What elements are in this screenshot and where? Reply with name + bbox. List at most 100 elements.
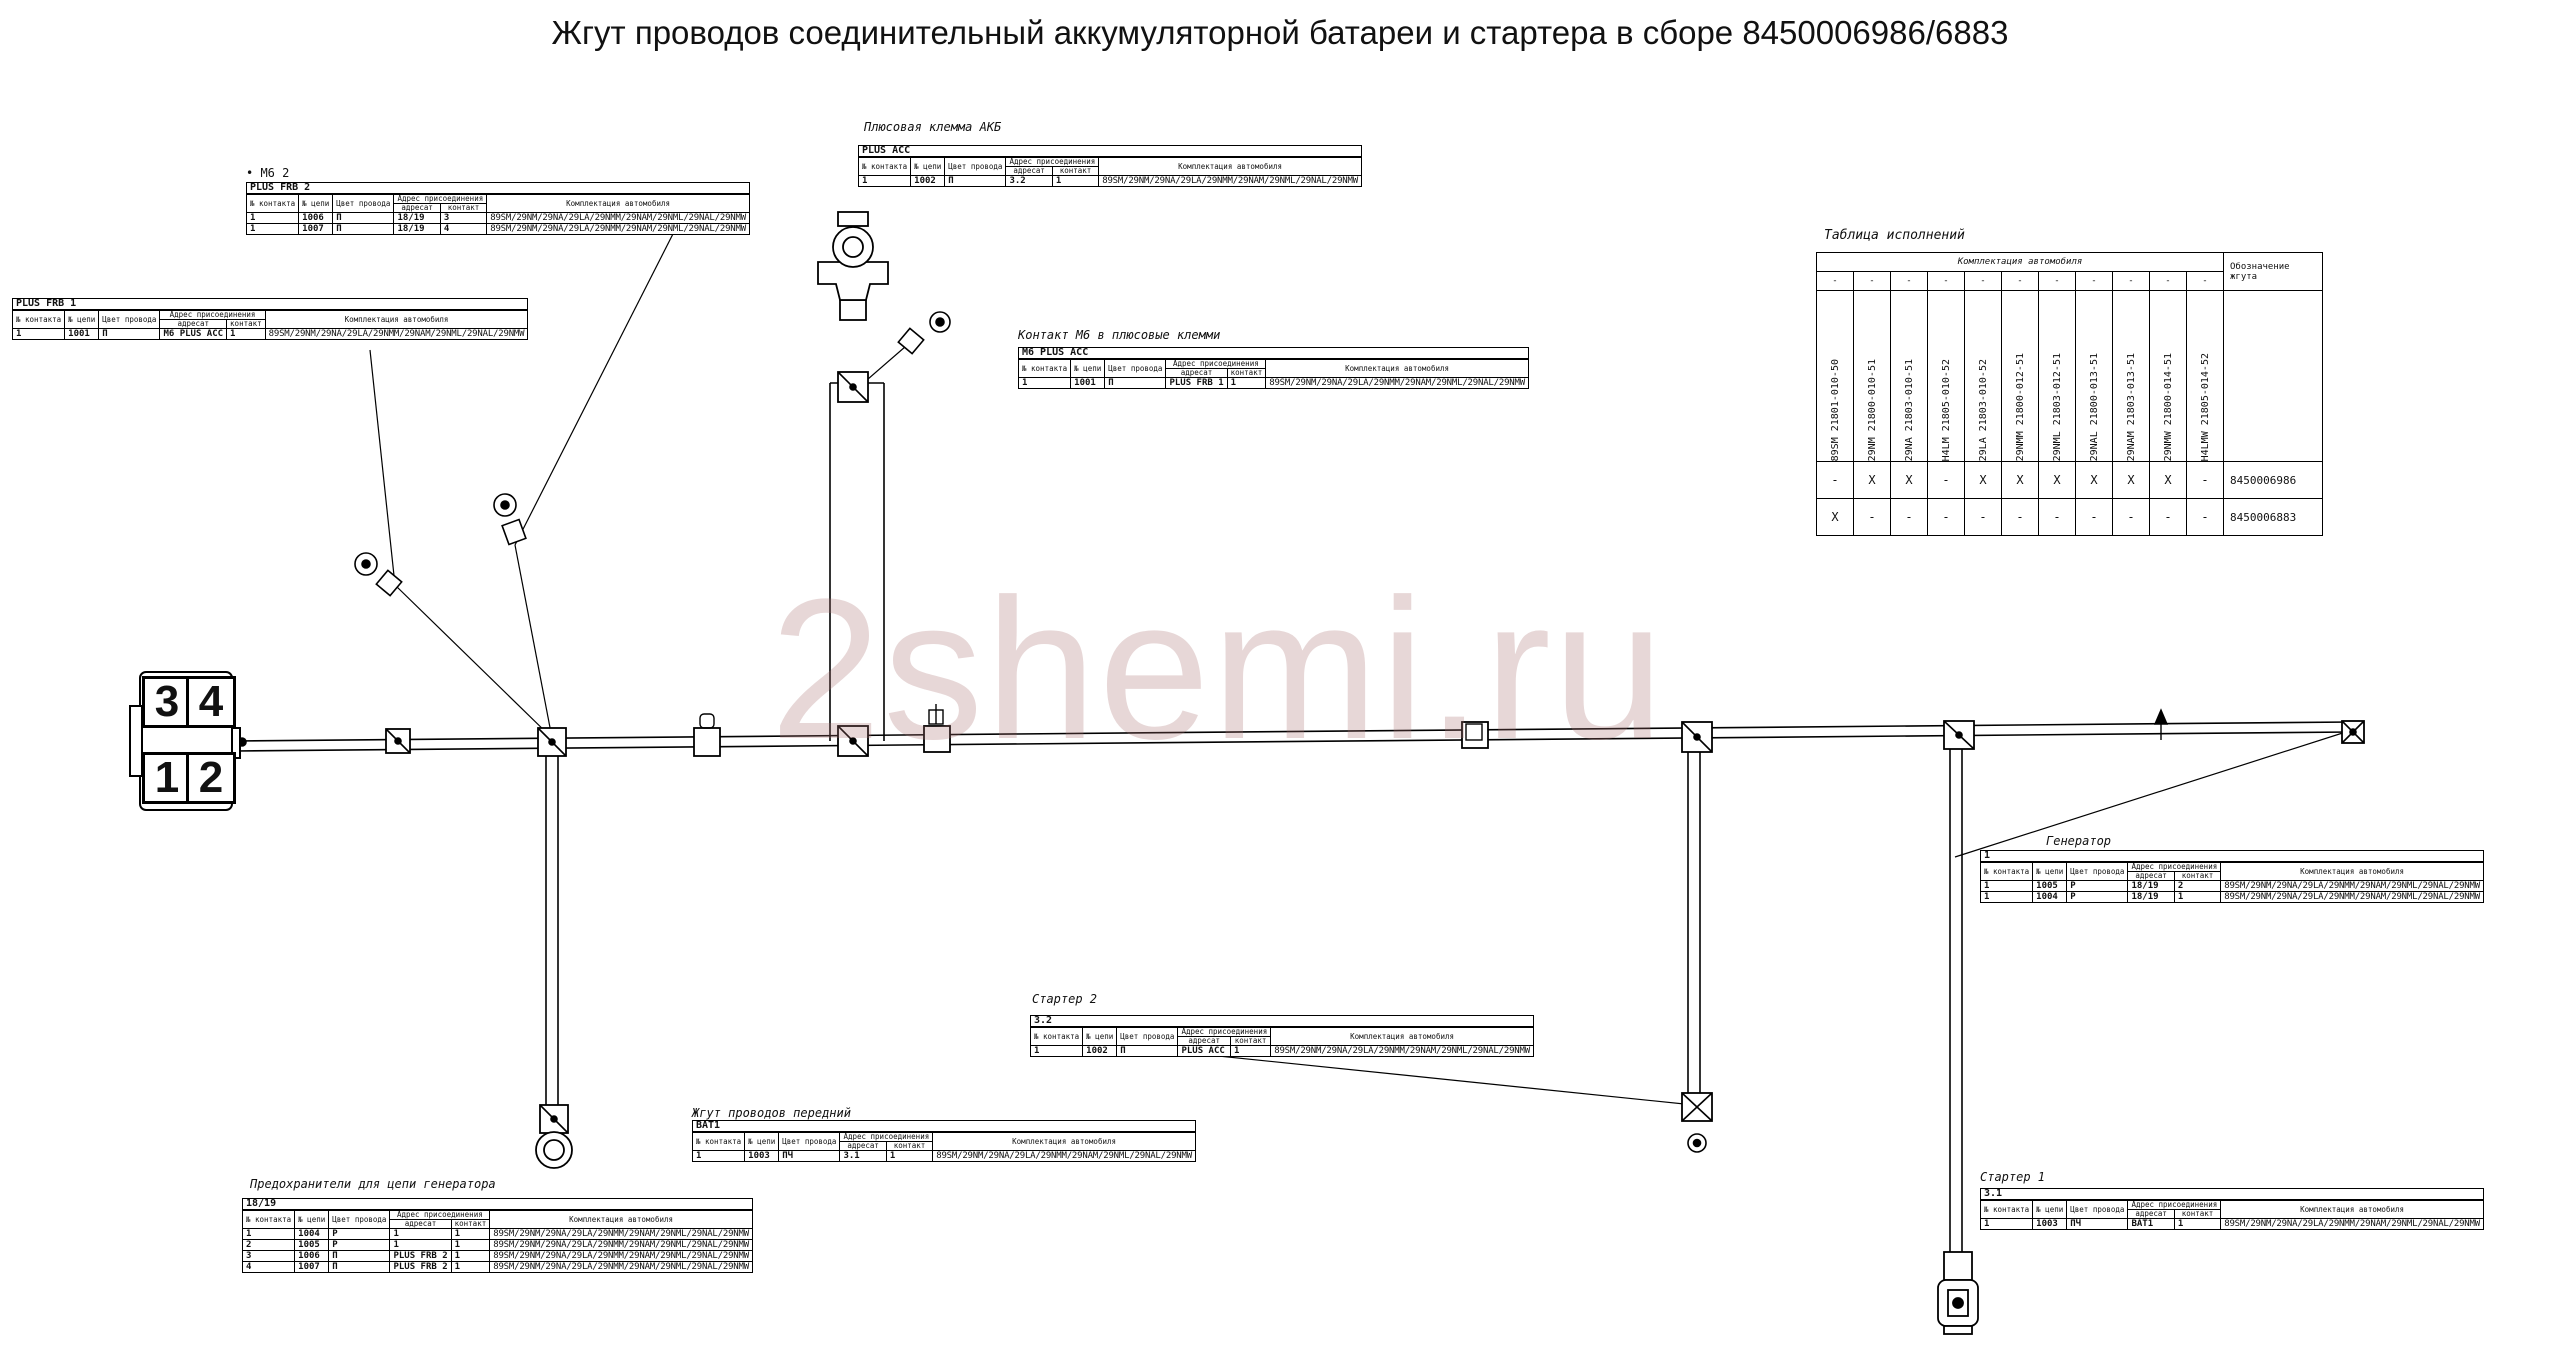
equipment: 89SM/29NM/29NA/29LA/29NMM/29NAM/29NML/29… <box>486 212 750 224</box>
variant-mark: - <box>1853 498 1891 536</box>
variant-code: 29NAL 21800-013-51 <box>2088 352 2100 461</box>
header-color: Цвет провода <box>1116 1026 1179 1046</box>
header-color: Цвет провода <box>328 1209 391 1229</box>
pin-2: 2 <box>186 752 236 804</box>
variant-mark: - <box>1927 498 1965 536</box>
variant-mark: X <box>2001 461 2039 499</box>
header-color: Цвет провода <box>2066 1199 2129 1219</box>
variant-mark: - <box>2186 461 2224 499</box>
header-equipment: Комплектация автомобиля <box>1098 156 1362 176</box>
contact-no: 1 <box>691 1150 746 1162</box>
addressee: 1 <box>389 1239 452 1251</box>
addressee: 1 <box>389 1228 452 1240</box>
header-addressee: адресат <box>1165 368 1228 378</box>
header-circuit: № цепи <box>1082 1026 1118 1046</box>
contact-no: 2 <box>241 1239 296 1251</box>
wire-color: П <box>332 223 395 235</box>
addressee: PLUS FRB 2 <box>389 1261 452 1273</box>
header-equipment: Комплектация автомобиля <box>1270 1026 1534 1046</box>
address-contact: 1 <box>885 1150 934 1162</box>
pin-3: 3 <box>142 676 192 728</box>
circuit-no: 1001 <box>1070 377 1106 389</box>
contact-no: 4 <box>241 1261 296 1273</box>
variant-column-label: 29NMW 21800-014-51 <box>2149 290 2187 462</box>
variant-code: 89SM 21801-010-50 <box>1829 358 1841 461</box>
wire-color: П <box>332 212 395 224</box>
watermark: 2shemi.ru <box>770 558 1667 781</box>
header-equipment: Комплектация автомобиля <box>264 309 529 329</box>
equipment: 89SM/29NM/29NA/29LA/29NMM/29NAM/29NML/29… <box>489 1250 753 1262</box>
label-m6-2: • M6 2 <box>246 166 290 180</box>
variants-dash: - <box>2001 271 2039 291</box>
header-contact: № контакта <box>11 309 66 329</box>
variant-mark: - <box>1890 498 1928 536</box>
variant-code: 29NM 21800-010-51 <box>1866 358 1878 461</box>
header-color: Цвет провода <box>332 193 395 213</box>
header-contact: № контакта <box>1029 1026 1084 1046</box>
trunk-clips <box>699 704 2169 741</box>
variant-mark: - <box>2112 498 2150 536</box>
header-equipment: Комплектация автомобиля <box>2220 861 2484 881</box>
address-contact: 1 <box>450 1261 491 1273</box>
wire-color: П <box>328 1261 391 1273</box>
contact-no: 1 <box>245 212 300 224</box>
addressee: 3.2 <box>1005 175 1053 187</box>
variant-mark: - <box>1964 498 2002 536</box>
header-address-contact: контакт <box>439 203 488 213</box>
variant-column-label: 29NAM 21803-013-51 <box>2112 290 2150 462</box>
header-equipment: Комплектация автомобиля <box>932 1131 1196 1151</box>
variant-column-label: H4LMW 21805-014-52 <box>2186 290 2224 462</box>
contact-no: 3 <box>241 1250 296 1262</box>
wire-color: ПЧ <box>778 1150 841 1162</box>
variant-code: 29NA 21803-010-51 <box>1903 358 1915 461</box>
variant-mark: - <box>1816 461 1854 499</box>
circuit-no: 1006 <box>298 212 334 224</box>
equipment: 89SM/29NM/29NA/29LA/29NMM/29NAM/29NML/29… <box>1270 1045 1534 1057</box>
contact-no: 1 <box>1029 1045 1084 1057</box>
variant-code: 29NMW 21800-014-51 <box>2162 352 2174 461</box>
contact-no: 1 <box>1017 377 1072 389</box>
address-contact: 1 <box>450 1228 491 1240</box>
header-address-contact: контакт <box>1051 166 1100 176</box>
variants-dash: - <box>1853 271 1891 291</box>
circuit-no: 1005 <box>294 1239 330 1251</box>
header-address-contact: контакт <box>885 1141 934 1151</box>
header-address-contact: контакт <box>2173 871 2222 881</box>
variant-mark: - <box>2149 498 2187 536</box>
header-addressee: адресат <box>1177 1036 1231 1046</box>
variant-designation: 8450006883 <box>2223 498 2323 536</box>
variant-code: H4LMW 21805-014-52 <box>2199 352 2211 461</box>
variant-column-label: 29NA 21803-010-51 <box>1890 290 1928 462</box>
wire-color: Р <box>328 1228 391 1240</box>
label-variants-title: Таблица исполнений <box>1824 228 1965 243</box>
variant-column-label: 29NMM 21800-012-51 <box>2001 290 2039 462</box>
header-color: Цвет провода <box>98 309 161 329</box>
contact-no: 1 <box>1979 891 2034 903</box>
battery-clamp <box>817 211 889 321</box>
variant-column-label: 29LA 21803-010-52 <box>1964 290 2002 462</box>
address-contact: 1 <box>1051 175 1100 187</box>
variant-designation: 8450006986 <box>2223 461 2323 499</box>
address-contact: 1 <box>2173 1218 2222 1230</box>
variant-mark: X <box>2112 461 2150 499</box>
addressee: PLUS FRB 1 <box>1165 377 1228 389</box>
variants-row: X----------8450006883 <box>1816 498 2323 536</box>
variants-dash: - <box>2112 271 2150 291</box>
header-addressee: адресат <box>839 1141 887 1151</box>
equipment: 89SM/29NM/29NA/29LA/29NMM/29NAM/29NML/29… <box>932 1150 1196 1162</box>
variant-mark: - <box>2001 498 2039 536</box>
circuit-no: 1005 <box>2032 880 2068 892</box>
variant-mark: X <box>1853 461 1891 499</box>
header-color: Цвет провода <box>1104 358 1167 378</box>
